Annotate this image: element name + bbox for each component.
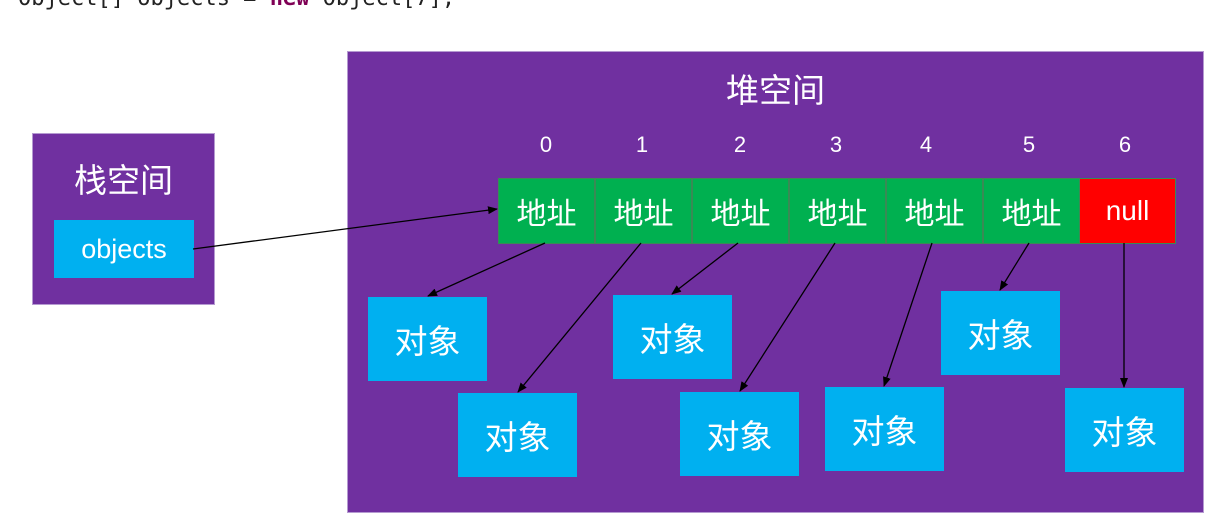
array-cell: 地址: [886, 178, 983, 244]
array-cell: 地址: [983, 178, 1080, 244]
array-cell: 地址: [498, 178, 595, 244]
object-box: 对象: [613, 295, 732, 379]
index-label: 5: [1022, 132, 1036, 157]
heap-space: 堆空间 0 1 2 3 4 5 6 地址 地址 地址 地址 地址 地址 null…: [347, 51, 1204, 513]
object-box: 对象: [1065, 388, 1184, 472]
index-label: 2: [733, 132, 747, 157]
index-label: 0: [539, 132, 553, 157]
code-line: Object[] objects = new Object[7];: [18, 0, 455, 11]
code-type: Object[]: [18, 0, 124, 11]
code-keyword: new: [270, 0, 310, 11]
index-label: 1: [635, 132, 649, 157]
index-label: 6: [1118, 132, 1132, 157]
code-rest: Object[7];: [309, 0, 455, 11]
object-box: 对象: [458, 393, 577, 477]
index-label: 4: [919, 132, 933, 157]
code-op: =: [230, 0, 270, 11]
object-box: 对象: [368, 297, 487, 381]
array-cell: 地址: [595, 178, 692, 244]
index-label: 3: [829, 132, 843, 157]
object-box: 对象: [680, 392, 799, 476]
stack-title: 栈空间: [74, 161, 173, 200]
code-var: objects: [137, 0, 230, 11]
heap-title: 堆空间: [726, 71, 825, 110]
array-cell: 地址: [692, 178, 789, 244]
array-cell: 地址: [789, 178, 886, 244]
stack-space: 栈空间 objects: [32, 133, 215, 305]
objects-variable: objects: [54, 220, 194, 278]
array-cell-null: null: [1079, 178, 1176, 244]
object-box: 对象: [941, 291, 1060, 375]
object-box: 对象: [825, 387, 944, 471]
